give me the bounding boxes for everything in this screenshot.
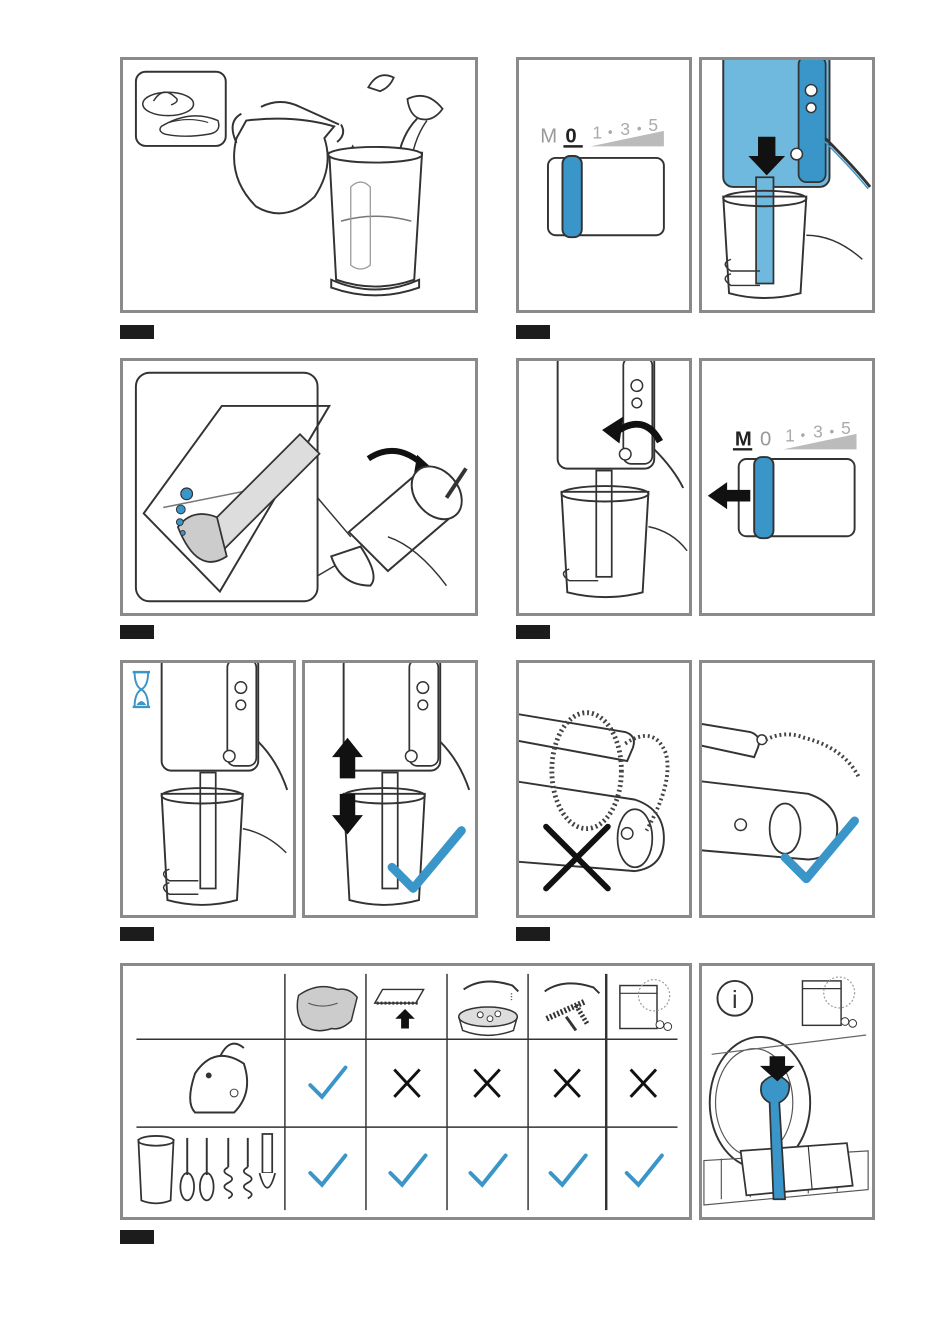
blender-shaft bbox=[200, 773, 215, 889]
panel-cord-wrong bbox=[516, 660, 692, 918]
blender-shaft bbox=[756, 177, 773, 283]
tilt-beaker-illustration bbox=[123, 361, 475, 613]
step-bar-4 bbox=[516, 625, 550, 639]
mark-beaker-soak-check bbox=[470, 1155, 505, 1184]
svg-text:1: 1 bbox=[592, 123, 602, 143]
ingredients-illustration bbox=[123, 60, 475, 310]
wait-illustration bbox=[123, 663, 293, 915]
panel-lift-blender bbox=[516, 358, 692, 616]
step-bar-5 bbox=[120, 927, 154, 941]
svg-text:•: • bbox=[830, 424, 835, 439]
motor-unit-icon bbox=[702, 780, 837, 859]
mayonnaise-icon bbox=[136, 72, 226, 146]
mark-beaker-brush-check bbox=[390, 1155, 425, 1184]
cord-icon bbox=[766, 734, 859, 776]
svg-text:5: 5 bbox=[841, 418, 851, 438]
dishwasher-info-illustration: i bbox=[702, 966, 872, 1217]
insert-blender-illustration bbox=[702, 60, 872, 310]
panel-insert-blender bbox=[699, 57, 875, 313]
step-bar-3 bbox=[120, 625, 154, 639]
mark-beaker-dishwasher-check bbox=[627, 1155, 662, 1184]
soak-icon bbox=[459, 981, 519, 1035]
step-bar-1 bbox=[120, 325, 154, 339]
hand-blender-icon bbox=[702, 722, 759, 757]
cleaning-table-illustration bbox=[123, 966, 689, 1217]
panel-wait bbox=[120, 660, 296, 918]
lift-blender-illustration bbox=[519, 361, 689, 613]
svg-text:3: 3 bbox=[620, 119, 630, 139]
tap-brush-icon bbox=[545, 983, 600, 1030]
speed-dial-illustration: M 0 1 • 3 • 5 bbox=[702, 361, 872, 613]
mark-beaker-tapbrush-check bbox=[551, 1155, 586, 1184]
svg-text:•: • bbox=[801, 428, 806, 443]
dishwasher-icon bbox=[620, 980, 672, 1031]
hand-icon bbox=[648, 527, 687, 551]
panel-dial-zero: M 0 1 • 3 • 5 bbox=[516, 57, 692, 313]
dial-label-m: M bbox=[735, 428, 752, 450]
mark-motor-dishwasher-cross bbox=[631, 1070, 656, 1097]
speed-dial-illustration: M 0 1 • 3 • 5 bbox=[519, 60, 689, 310]
mark-motor-cloth-check bbox=[310, 1068, 345, 1097]
dishwasher-icon bbox=[802, 977, 856, 1027]
dial-label-0: 0 bbox=[565, 126, 576, 148]
panel-cord-correct bbox=[699, 660, 875, 918]
svg-text:3: 3 bbox=[813, 422, 823, 442]
beaker-and-attachments-icon bbox=[138, 1134, 275, 1203]
panel-cleaning-table bbox=[120, 963, 692, 1220]
hourglass-icon bbox=[133, 672, 150, 707]
svg-text:•: • bbox=[637, 121, 642, 136]
dial-label-m: M bbox=[540, 126, 557, 148]
brush-icon bbox=[375, 989, 424, 1028]
step-bar-2 bbox=[516, 325, 550, 339]
panel-move-up-down bbox=[302, 660, 478, 918]
switch-slider bbox=[562, 156, 581, 237]
step-bar-7 bbox=[120, 1230, 154, 1244]
switch-slider bbox=[754, 457, 773, 538]
info-icon: i bbox=[717, 981, 752, 1016]
mark-motor-tapbrush-cross bbox=[554, 1070, 579, 1097]
panel-dishwasher-info: i bbox=[699, 963, 875, 1220]
up-down-arrow-icon bbox=[332, 738, 363, 835]
svg-text:5: 5 bbox=[648, 115, 658, 135]
mark-beaker-cloth-check bbox=[310, 1155, 345, 1184]
svg-text:i: i bbox=[732, 986, 738, 1014]
cloth-icon bbox=[297, 987, 357, 1031]
motor-unit-icon bbox=[190, 1044, 247, 1113]
egg-shell-icon bbox=[368, 75, 393, 91]
svg-text:1: 1 bbox=[785, 426, 795, 446]
mark-motor-soak-cross bbox=[474, 1070, 499, 1097]
check-icon bbox=[392, 831, 462, 889]
bubble-icon bbox=[181, 488, 193, 500]
dial-label-0: 0 bbox=[760, 428, 771, 450]
step-bar-6 bbox=[516, 927, 550, 941]
cutlery-basket-icon bbox=[741, 1143, 853, 1195]
cord-correct-illustration bbox=[702, 663, 872, 915]
panel-dial-m: M 0 1 • 3 • 5 bbox=[699, 358, 875, 616]
svg-text:•: • bbox=[608, 125, 613, 140]
hand-icon bbox=[806, 235, 862, 259]
mark-motor-brush-cross bbox=[394, 1070, 419, 1097]
hand-icon bbox=[243, 829, 286, 853]
panel-add-ingredients bbox=[120, 57, 478, 313]
cord-wrong-illustration bbox=[519, 663, 689, 915]
move-blender-illustration bbox=[305, 663, 475, 915]
panel-tilt-beaker bbox=[120, 358, 478, 616]
jug-icon bbox=[234, 119, 334, 214]
